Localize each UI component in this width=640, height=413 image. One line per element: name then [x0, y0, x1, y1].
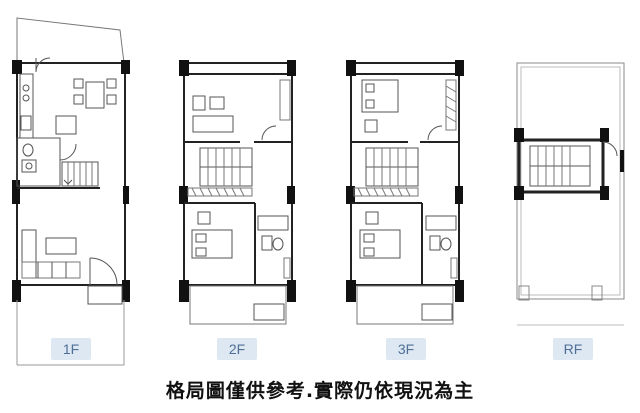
floor-plan-2f [179, 60, 296, 325]
disclaimer-caption: 格局圖僅供參考.實際仍依現況為主 [165, 380, 475, 402]
floor-label-rf: RF [553, 338, 593, 360]
floor-label-3f: 3F [386, 338, 426, 360]
floor-plan-3f [346, 60, 464, 325]
floor-plan-rf [514, 62, 625, 326]
floor-label-2f: 2F [217, 338, 257, 360]
floor-plan-1f [12, 17, 130, 366]
floor-label-1f: 1F [51, 338, 91, 360]
